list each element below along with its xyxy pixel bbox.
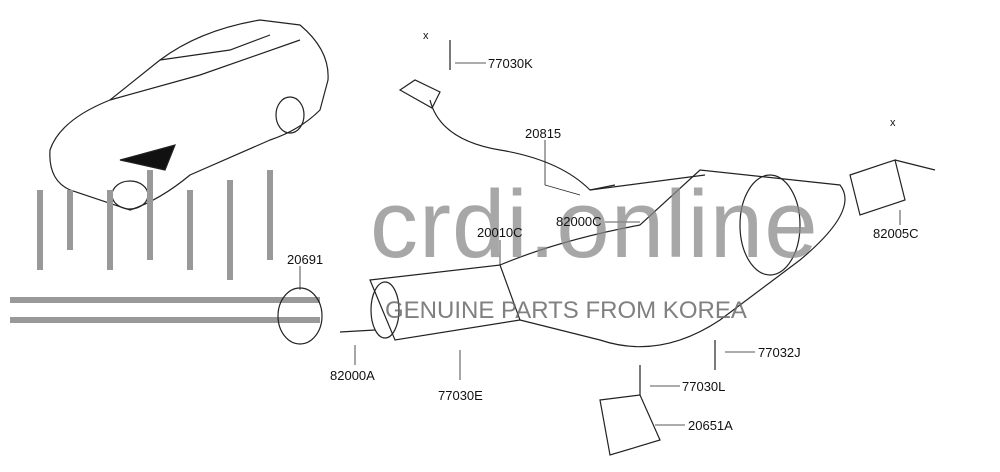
stud-82000a [339,329,376,333]
dimension-x-label: x [423,30,429,42]
watermark-logo [10,170,320,323]
part-label-20815[interactable]: 20815 [525,126,562,141]
part-label-77030e[interactable]: 77030E [438,388,483,403]
watermark-tagline: GENUINE PARTS FROM KOREA [385,297,747,324]
part-label-20010c[interactable]: 20010C [477,225,523,240]
part-label-77030k[interactable]: 77030K [488,56,533,71]
car-illustration [49,19,329,211]
part-label-20651a[interactable]: 20651A [688,418,733,433]
watermark-brand: crdi.online [370,171,819,278]
part-label-82000c[interactable]: 82000C [556,214,602,229]
part-label-82005c[interactable]: 82005C [873,226,919,241]
clamp-82005c [849,159,936,216]
leader-lines [299,62,901,426]
catalytic-converter [369,169,846,348]
part-label-77032j[interactable]: 77032J [758,345,801,360]
bracket-20651a [599,340,716,456]
gasket-20691 [277,287,323,345]
dimension-x-label: x [890,117,896,129]
part-label-77030l[interactable]: 77030L [682,379,726,394]
part-label-82000a[interactable]: 82000A [330,368,375,383]
part-label-20691[interactable]: 20691 [287,252,324,267]
sensor-pipe [398,40,706,191]
